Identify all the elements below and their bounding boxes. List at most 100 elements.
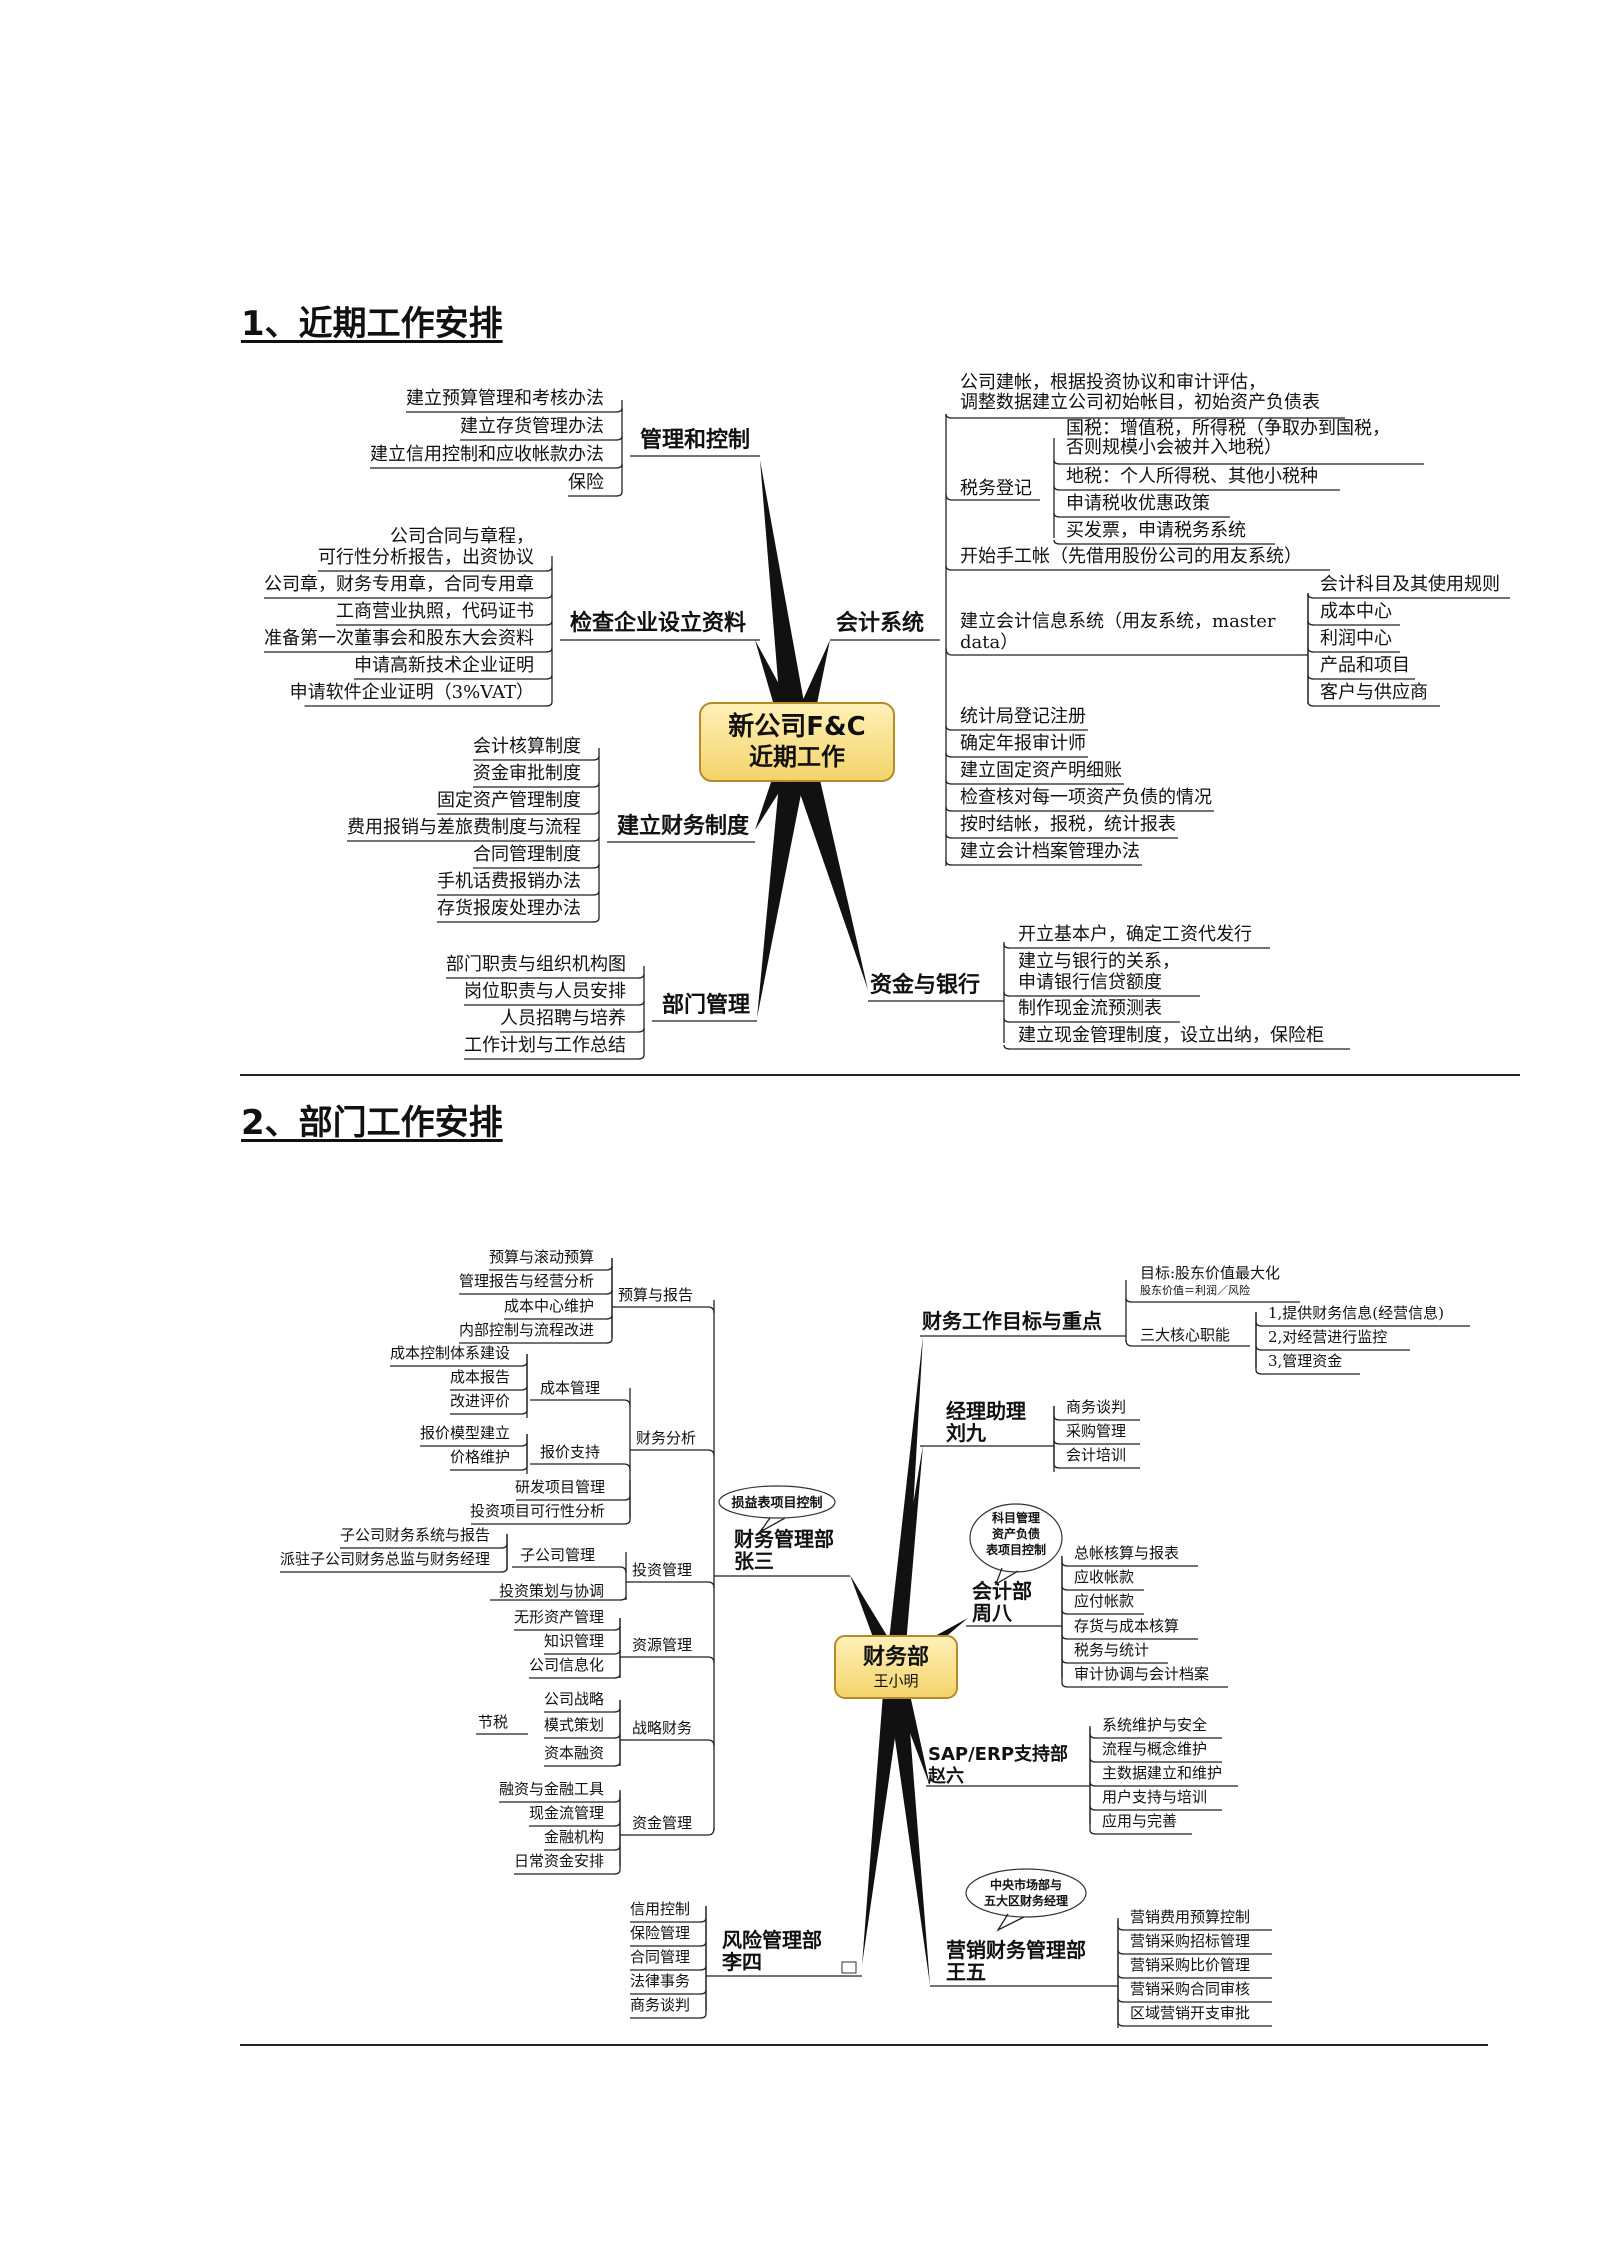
strategy-item: 公司战略: [544, 1690, 604, 1708]
leaf-underline: [544, 1733, 621, 1739]
sub-branch-fund: 资金管理: [632, 1814, 692, 1832]
dept-risk-title: 风险管理部: [722, 1928, 822, 1952]
accounting-info-system-item: 利润中心: [1320, 628, 1392, 649]
leaf-underline: [529, 1673, 621, 1679]
risk-item: 合同管理: [630, 1948, 690, 1966]
investment-item: 投资策划与协调: [499, 1582, 604, 1600]
spoke-department: [757, 739, 811, 1018]
section-heading-department-work: 2、部门工作安排: [241, 1103, 503, 1143]
branch-department-mgmt: 部门管理: [662, 992, 750, 1018]
leaf-underline: [464, 1054, 645, 1060]
leaf-underline: [630, 1941, 707, 1947]
leaf-underline: [504, 1314, 613, 1320]
spoke-fund-bank: [783, 738, 868, 990]
spoke-goals: [886, 1336, 923, 1669]
leaf-underline: [1003, 1017, 1180, 1023]
sub-branch-budget-report: 预算与报告: [618, 1286, 693, 1304]
leaf-underline: [514, 1625, 621, 1631]
accounting-item: 确定年报审计师: [960, 733, 1086, 754]
leaf-underline: [1125, 1339, 1250, 1347]
callout-pointer: [994, 1567, 1019, 1586]
branch-finance-rules-item: 会计核算制度: [473, 736, 581, 757]
callout-pointer: [996, 1913, 1025, 1932]
accounting-info-system-item: 会计科目及其使用规则: [1320, 574, 1500, 595]
leaf-underline: [370, 463, 623, 469]
leaf-underline: [336, 620, 553, 626]
leaf-underline: [1089, 1733, 1222, 1739]
leaf-underline: [945, 413, 1345, 419]
sub-branch-subsidiary: 子公司管理: [520, 1546, 595, 1564]
branch-finance-rules-item: 固定资产管理制度: [437, 790, 581, 811]
goal-core-item: 1,提供财务信息(经营信息): [1268, 1304, 1444, 1322]
branch-management-control-item: 建立存货管理办法: [460, 416, 604, 437]
leaf-underline: [437, 890, 600, 896]
risk-item: 信用控制: [630, 1900, 690, 1918]
sub-branch-quote-support: 报价支持: [540, 1443, 600, 1461]
central-topic-box: [699, 702, 895, 782]
strategy-item: 模式策划: [544, 1716, 604, 1734]
branch-management-control-item: 建立预算管理和考核办法: [406, 388, 604, 409]
leaf-underline: [1053, 539, 1275, 545]
branch-registration-docs-item: 工商营业执照，代码证书: [336, 601, 534, 622]
leaf-underline: [1089, 1757, 1222, 1763]
leaf-underline: [1061, 1682, 1228, 1688]
branch-registration-docs: 检查企业设立资料: [570, 610, 746, 636]
leaf-underline: [945, 833, 1178, 839]
leaf-underline: [514, 1869, 621, 1875]
resource-item: 无形资产管理: [514, 1608, 604, 1626]
tax-registration-node: 税务登记: [960, 478, 1032, 499]
leaf-underline: [471, 1519, 631, 1525]
leaf-underline: [618, 1306, 715, 1314]
leaf-underline: [1089, 1829, 1192, 1835]
leaf-underline: [1061, 1561, 1198, 1567]
leaf-underline: [499, 1797, 621, 1803]
central-topic-subtitle: 王小明: [873, 1672, 918, 1690]
central-topic-box: [834, 1635, 958, 1699]
leaf-underline: [945, 725, 1088, 731]
leaf-underline: [460, 435, 623, 441]
branch-registration-docs-item: 可行性分析报告，出资协议: [318, 547, 534, 568]
sub-branch-investment: 投资管理: [632, 1561, 692, 1579]
sub-branch-cost-management: 成本管理: [540, 1379, 600, 1397]
leaf-underline: [450, 1385, 528, 1391]
goal-core-functions: 三大核心职能: [1140, 1326, 1230, 1344]
goal-target: 目标:股东价值最大化: [1140, 1264, 1280, 1282]
branch-management-control-item: 建立信用控制和应收帐款办法: [370, 444, 604, 465]
leaf-underline: [354, 674, 553, 680]
leaf-underline: [1125, 1297, 1300, 1303]
leaf-underline: [390, 1361, 528, 1367]
callout-pointer: [759, 1517, 786, 1533]
section-divider: [240, 2044, 1488, 2046]
leaf-underline: [945, 493, 1040, 501]
leaf-underline: [529, 1821, 621, 1827]
branch-finance-rules-item: 费用报销与差旅费制度与流程: [347, 817, 581, 838]
leaf-underline: [437, 917, 600, 923]
fund-item: 融资与金融工具: [499, 1780, 604, 1798]
sap-item: 用户支持与培训: [1102, 1788, 1207, 1806]
subsidiary-item: 子公司财务系统与报告: [340, 1526, 490, 1544]
leaf-underline: [1061, 1585, 1144, 1591]
branch-finance-rules: 建立财务制度: [617, 813, 750, 839]
leaf-underline: [280, 1567, 508, 1573]
subsidiary-item: 派驻子公司财务总监与财务经理: [280, 1550, 490, 1568]
fund-bank-item: 开立基本户，确定工资代发行: [1018, 924, 1252, 945]
leaf-underline: [1053, 459, 1424, 465]
marketing-item: 区域营销开支审批: [1130, 2004, 1250, 2022]
leaf-underline: [632, 1581, 715, 1589]
goal-core-item: 3,管理资金: [1268, 1352, 1342, 1370]
accounting-dept-item: 存货与成本核算: [1074, 1617, 1179, 1635]
dept-risk-head: 李四: [721, 1950, 762, 1974]
accounting-info-system-item: 产品和项目: [1320, 655, 1410, 676]
leaf-underline: [1307, 620, 1400, 626]
dept-finance-management-title: 财务管理部: [734, 1527, 834, 1551]
branch-department-mgmt-item: 部门职责与组织机构图: [446, 954, 626, 975]
assistant-item: 会计培训: [1066, 1446, 1126, 1464]
leaf-underline: [459, 1289, 613, 1295]
marketing-item: 营销费用预算控制: [1130, 1908, 1250, 1926]
sub-branch-resource: 资源管理: [632, 1636, 692, 1654]
callout-text: 表项目控制: [985, 1542, 1046, 1557]
leaf-underline: [632, 1827, 715, 1836]
branch-finance-rules-item: 资金审批制度: [473, 763, 581, 784]
accounting-info-system-item: 成本中心: [1320, 601, 1392, 622]
leaf-underline: [1307, 593, 1510, 599]
